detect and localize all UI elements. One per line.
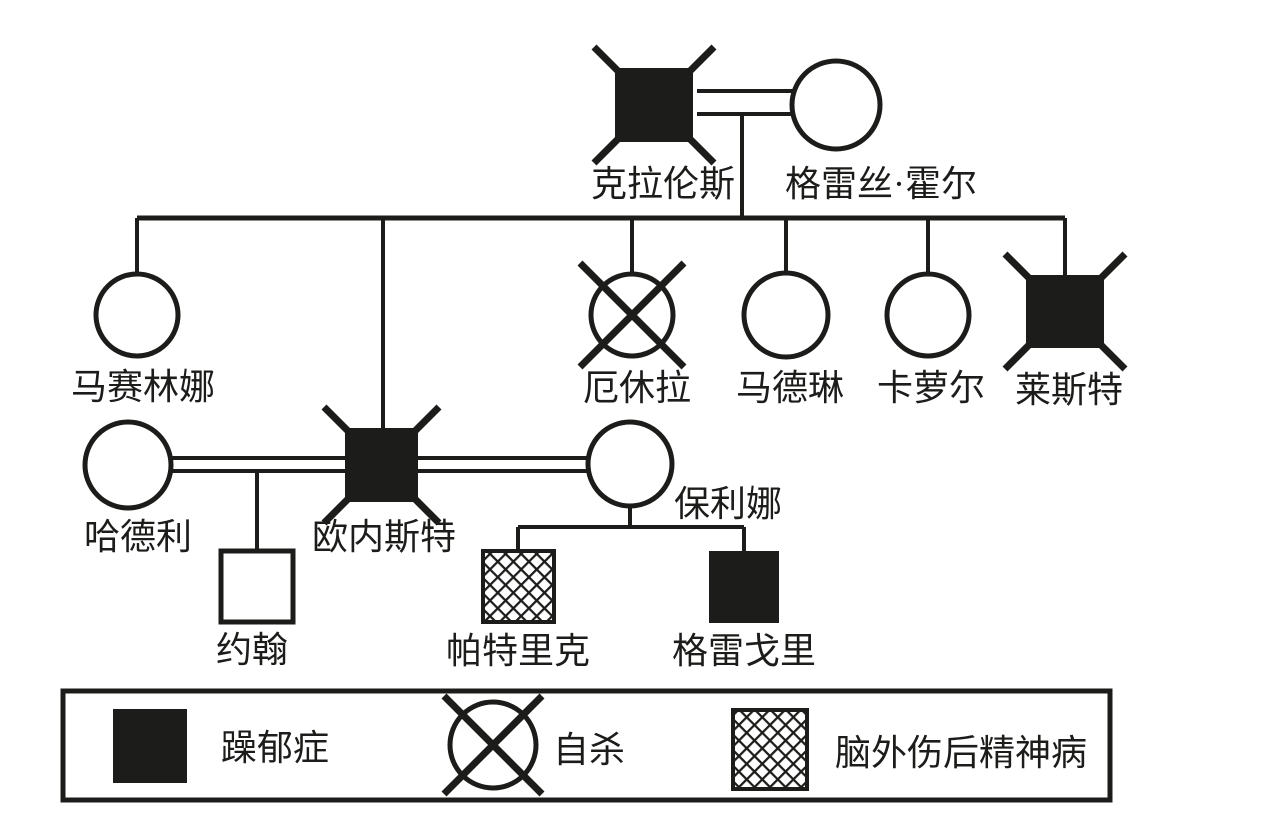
deceased-slash [683, 44, 717, 78]
suicide-x-mark [441, 693, 545, 797]
deceased-slash [591, 132, 625, 166]
deceased-slash [1094, 251, 1128, 285]
clarence-affected-square [615, 68, 693, 142]
deceased-slash [408, 492, 442, 526]
patrick-crosshatch-square [481, 549, 556, 624]
deceased-slash [408, 404, 442, 438]
person-carol: 卡萝尔 [877, 271, 985, 408]
person-leicester: 莱斯特 [1002, 251, 1128, 410]
connector-lines [135, 89, 1067, 551]
legend-border [60, 688, 1113, 803]
person-label-carol: 卡萝尔 [877, 368, 985, 408]
deceased-slash [683, 132, 717, 166]
grace-circle [789, 58, 883, 152]
legend-item-bipolar: 躁郁症 [113, 709, 329, 783]
legend-label-brain-injury-psychosis: 脑外伤后精神病 [835, 733, 1087, 773]
person-label-marcelline: 马赛林娜 [71, 367, 215, 407]
person-madeline: 马德琳 [736, 270, 844, 408]
deceased-slash [1002, 251, 1036, 285]
filled-square-icon [113, 709, 187, 783]
legend: 躁郁症 自杀 脑外伤后精神病 [60, 688, 1113, 803]
person-john: 约翰 [216, 548, 296, 670]
person-label-hadley: 哈德利 [84, 517, 192, 557]
carol-circle [884, 271, 972, 359]
gregory-affected-square [709, 551, 779, 623]
madeline-circle [741, 270, 831, 360]
crosshatch-square-icon [731, 708, 809, 791]
person-label-gregory: 格雷戈里 [672, 631, 816, 671]
legend-label-suicide: 自杀 [553, 730, 625, 770]
legend-label-bipolar: 躁郁症 [221, 728, 329, 768]
person-label-grace: 格雷丝·霍尔 [785, 164, 977, 204]
hadley-circle [82, 419, 174, 511]
deceased-slash [1094, 338, 1128, 372]
person-grace: 格雷丝·霍尔 [785, 58, 977, 204]
person-marcelline: 马赛林娜 [71, 271, 215, 407]
ernest-affected-square [345, 428, 418, 502]
deceased-slash [1002, 338, 1036, 372]
deceased-slash [591, 44, 625, 78]
legend-item-suicide: 自杀 [441, 693, 625, 797]
person-hadley: 哈德利 [82, 419, 192, 557]
deceased-slash [321, 404, 355, 438]
person-label-leicester: 莱斯特 [1015, 370, 1123, 410]
leicester-affected-square [1026, 275, 1104, 348]
person-label-pauline: 保利娜 [674, 484, 782, 524]
person-pauline: 保利娜 [585, 419, 782, 524]
person-label-clarence: 克拉伦斯 [591, 164, 735, 204]
person-label-patrick: 帕特里克 [446, 631, 590, 671]
suicide-x-mark [577, 260, 687, 370]
deceased-slash [321, 492, 355, 526]
marcelline-circle [93, 271, 181, 359]
person-label-ernest: 欧内斯特 [312, 517, 456, 557]
person-ernest: 欧内斯特 [312, 404, 456, 557]
person-ursula: 厄休拉 [577, 260, 691, 408]
person-gregory: 格雷戈里 [672, 551, 816, 671]
person-label-ursula: 厄休拉 [583, 368, 691, 408]
person-clarence: 克拉伦斯 [591, 44, 735, 204]
pauline-circle [585, 419, 675, 509]
person-patrick: 帕特里克 [446, 549, 590, 671]
john-open-square [218, 548, 296, 625]
person-label-madeline: 马德琳 [736, 368, 844, 408]
legend-item-brain-injury-psychosis: 脑外伤后精神病 [731, 708, 1087, 791]
person-label-john: 约翰 [216, 630, 288, 670]
